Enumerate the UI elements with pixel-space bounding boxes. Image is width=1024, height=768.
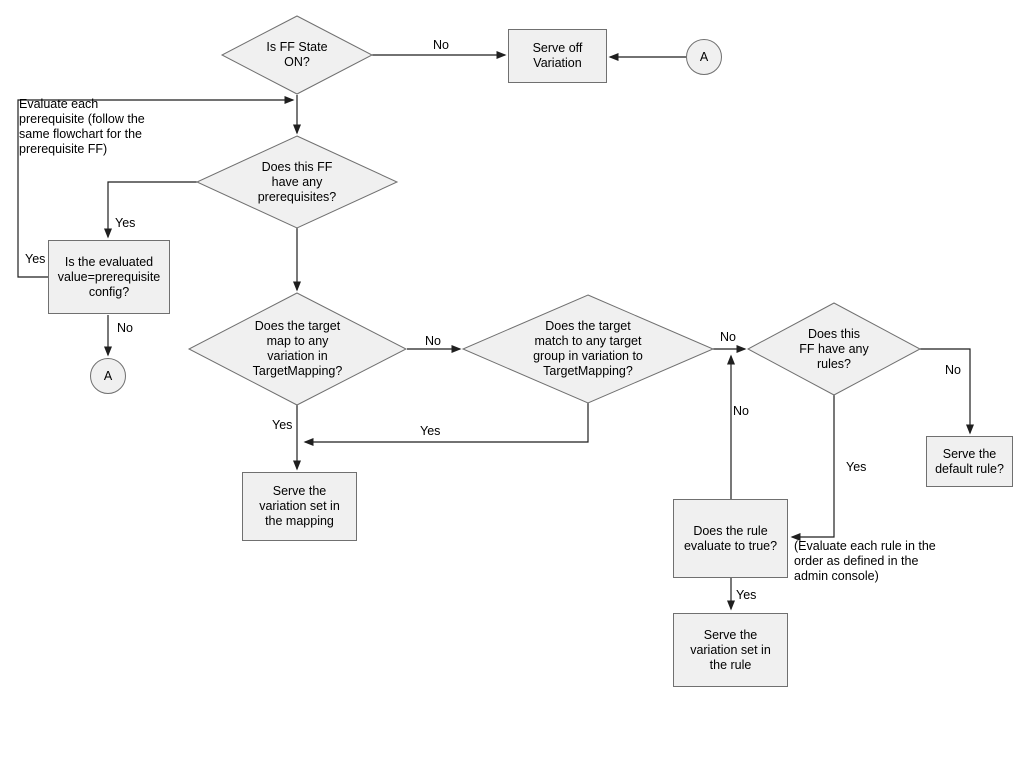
edge-label-has-rules-no: No	[945, 363, 961, 377]
decision-target-matches-group	[461, 294, 715, 404]
process-serve-default-rule: Serve the default rule?	[926, 436, 1013, 487]
edge-has-rules-yes	[790, 395, 835, 541]
edge-prereq-yes	[104, 181, 197, 239]
process-evaluated-value-equals-config: Is the evaluated value=prerequisite conf…	[48, 240, 170, 314]
edge-label-state-off-no: No	[433, 38, 449, 52]
process-serve-variation-in-rule: Serve the variation set in the rule	[673, 613, 788, 687]
edge-label-target-group-yes: Yes	[420, 424, 441, 438]
edge-target-group-yes	[303, 403, 589, 446]
edge-label-value-matches-no: No	[117, 321, 133, 335]
edge-label-has-rules-yes: Yes	[846, 460, 867, 474]
decision-ff-has-rules	[746, 302, 922, 396]
process-serve-variation-in-mapping: Serve the variation set in the mapping	[242, 472, 357, 541]
process-serve-off-variation: Serve off Variation	[508, 29, 607, 83]
edge-label-rule-false-no: No	[733, 404, 749, 418]
edge-has-rules-no	[920, 348, 974, 435]
edge-label-target-group-no: No	[720, 330, 736, 344]
edge-label-target-map-yes: Yes	[272, 418, 293, 432]
decision-target-maps-to-variation	[187, 292, 408, 406]
edge-label-rule-true-yes: Yes	[736, 588, 757, 602]
rule-order-note: (Evaluate each rule in the order as defi…	[794, 539, 936, 583]
decision-is-ff-state-on	[220, 15, 374, 95]
edge-label-prereq-yes: Yes	[115, 216, 136, 230]
edge-label-value-matches-yes: Yes	[25, 252, 46, 266]
decision-has-prerequisites	[195, 135, 399, 229]
connector-a-top: A	[686, 39, 722, 75]
edge-prereq-loop-back	[17, 96, 295, 278]
edge-label-target-map-no: No	[425, 334, 441, 348]
prerequisite-note: Evaluate each prerequisite (follow the s…	[19, 97, 145, 156]
connector-a-left: A	[90, 358, 126, 394]
process-rule-evaluates-true: Does the rule evaluate to true?	[673, 499, 788, 578]
